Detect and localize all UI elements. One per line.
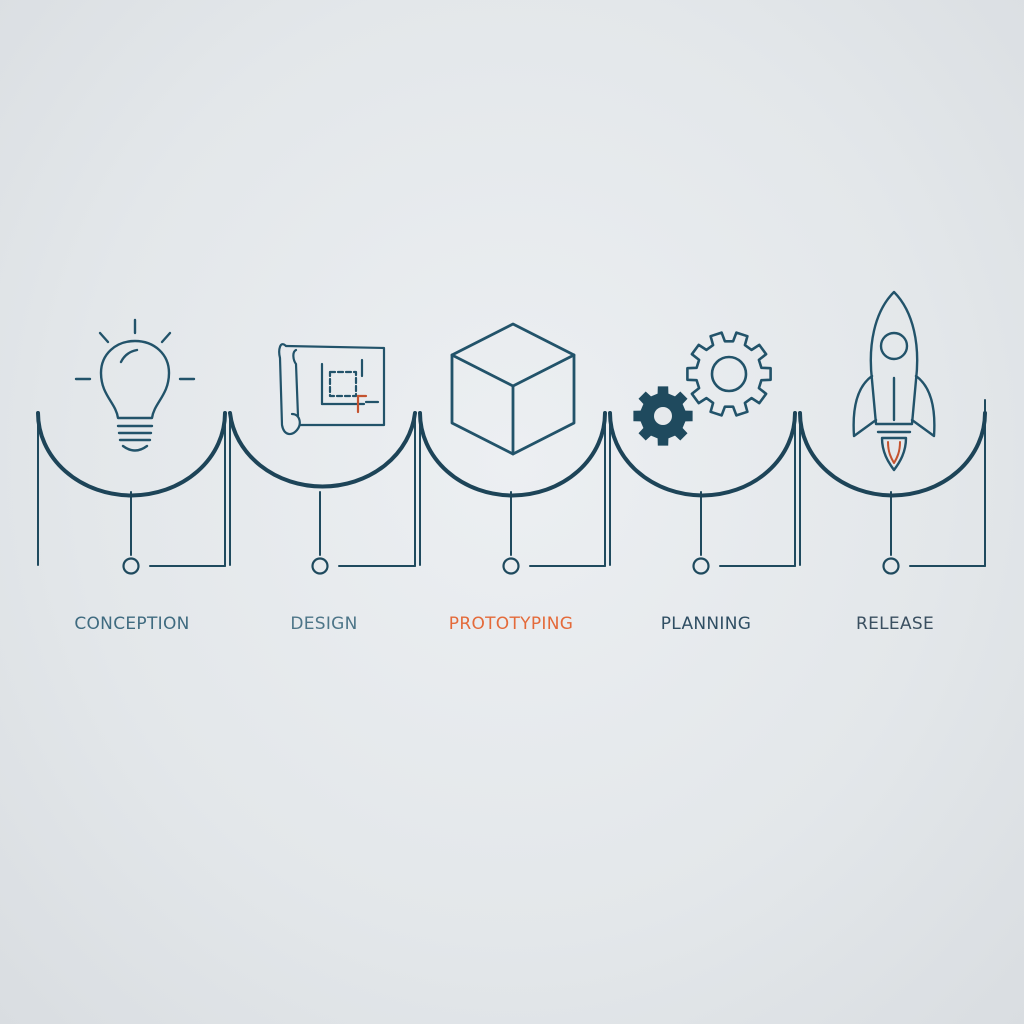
connector-conception [37,411,226,575]
stage-conception [36,318,227,575]
cube-icon [450,322,576,456]
arc-release [798,411,987,498]
small-gear-icon [633,386,693,446]
lightbulb-icon [74,318,196,452]
stage-label-prototyping: PROTOTYPING [448,614,574,634]
stage-planning [608,331,797,575]
connector-planning [609,411,796,575]
connector-release [799,399,986,575]
connector-prototyping [419,411,606,575]
arc-conception [36,411,227,498]
stage-design [228,343,417,575]
arc-prototyping [418,411,607,498]
blueprint-accent-mark [356,394,368,414]
stage-label-design: DESIGN [290,614,358,634]
stage-prototyping [418,322,607,575]
connector-design [229,411,416,575]
stage-label-planning: PLANNING [660,614,752,634]
stage-release [798,290,987,575]
rocket-flame [887,441,901,464]
rocket-icon [852,290,936,472]
stage-label-release: RELEASE [855,614,935,634]
blueprint-icon [278,343,386,436]
stage-label-conception: CONCEPTION [74,614,190,634]
large-gear-icon [686,331,772,417]
arc-planning [608,411,797,498]
arc-design [228,411,417,489]
gears-icon [633,331,772,446]
